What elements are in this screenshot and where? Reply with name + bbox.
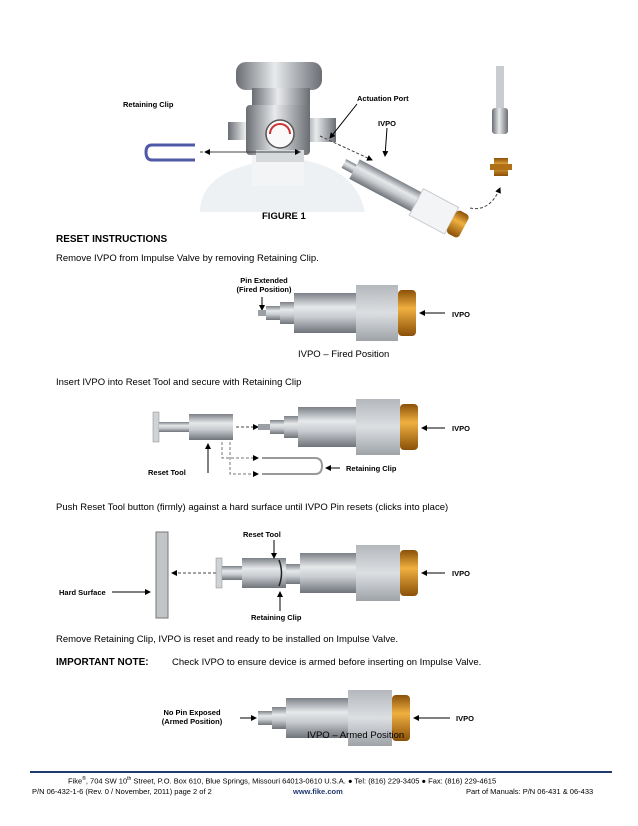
armed-caption: IVPO – Armed Position — [307, 730, 405, 741]
footer-address-sup: th — [127, 776, 132, 782]
important-note-text: Check IVPO to ensure device is armed bef… — [172, 657, 482, 668]
footer-part-number: P/N 06-432-1-6 (Rev. 0 / November, 2011)… — [32, 787, 212, 796]
figure1-caption: FIGURE 1 — [262, 211, 306, 222]
actuation-port-label: Actuation Port — [357, 94, 409, 103]
retaining-clip-push-label: Retaining Clip — [251, 613, 302, 622]
step3-text: Push Reset Tool button (firmly) against … — [56, 502, 449, 513]
footer-company-sup: ® — [82, 776, 86, 782]
ivpo-push-label: IVPO — [452, 569, 470, 578]
footer-address-a: , 704 SW 10 — [85, 776, 128, 786]
ivpo-armed-label: IVPO — [456, 714, 474, 723]
fired-caption: IVPO – Fired Position — [298, 349, 390, 360]
no-pin-line2: (Armed Position) — [161, 717, 223, 726]
reset-heading: RESET INSTRUCTIONS — [56, 234, 168, 245]
insert-illustration — [152, 399, 445, 477]
footer-company: Fike — [68, 776, 83, 786]
figure1-illustration — [144, 62, 512, 238]
ivpo-label: IVPO — [378, 119, 396, 128]
footer-manuals: Part of Manuals: P/N 06-431 & 06-433 — [466, 787, 594, 796]
pin-extended-line1: Pin Extended — [240, 276, 288, 285]
ivpo-fired-label: IVPO — [452, 310, 470, 319]
footer-address-b: Street, P.O. Box 610, Blue Springs, Miss… — [131, 776, 497, 786]
step2-text: Insert IVPO into Reset Tool and secure w… — [56, 377, 302, 388]
ivpo-armed-illustration — [240, 690, 450, 746]
retaining-clip-label: Retaining Clip — [123, 100, 174, 109]
footer-address: Fike®, 704 SW 10th Street, P.O. Box 610,… — [68, 776, 496, 786]
important-note-label: IMPORTANT NOTE: — [56, 657, 149, 668]
step4-text: Remove Retaining Clip, IVPO is reset and… — [56, 634, 398, 645]
ivpo-fired-illustration — [258, 285, 445, 341]
reset-tool-label: Reset Tool — [148, 468, 186, 477]
ivpo-insert-label: IVPO — [452, 424, 470, 433]
push-illustration — [112, 531, 445, 619]
pin-extended-line2: (Fired Position) — [236, 285, 292, 294]
no-pin-line1: No Pin Exposed — [163, 708, 221, 717]
footer-website-link[interactable]: www.fike.com — [293, 787, 343, 796]
pin-extended-label: Pin Extended (Fired Position) — [234, 276, 294, 294]
no-pin-label: No Pin Exposed (Armed Position) — [150, 708, 234, 726]
hard-surface-label: Hard Surface — [59, 588, 106, 597]
step1-text: Remove IVPO from Impulse Valve by removi… — [56, 253, 319, 264]
reset-tool-push-label: Reset Tool — [243, 530, 281, 539]
retaining-clip-insert-label: Retaining Clip — [346, 464, 397, 473]
